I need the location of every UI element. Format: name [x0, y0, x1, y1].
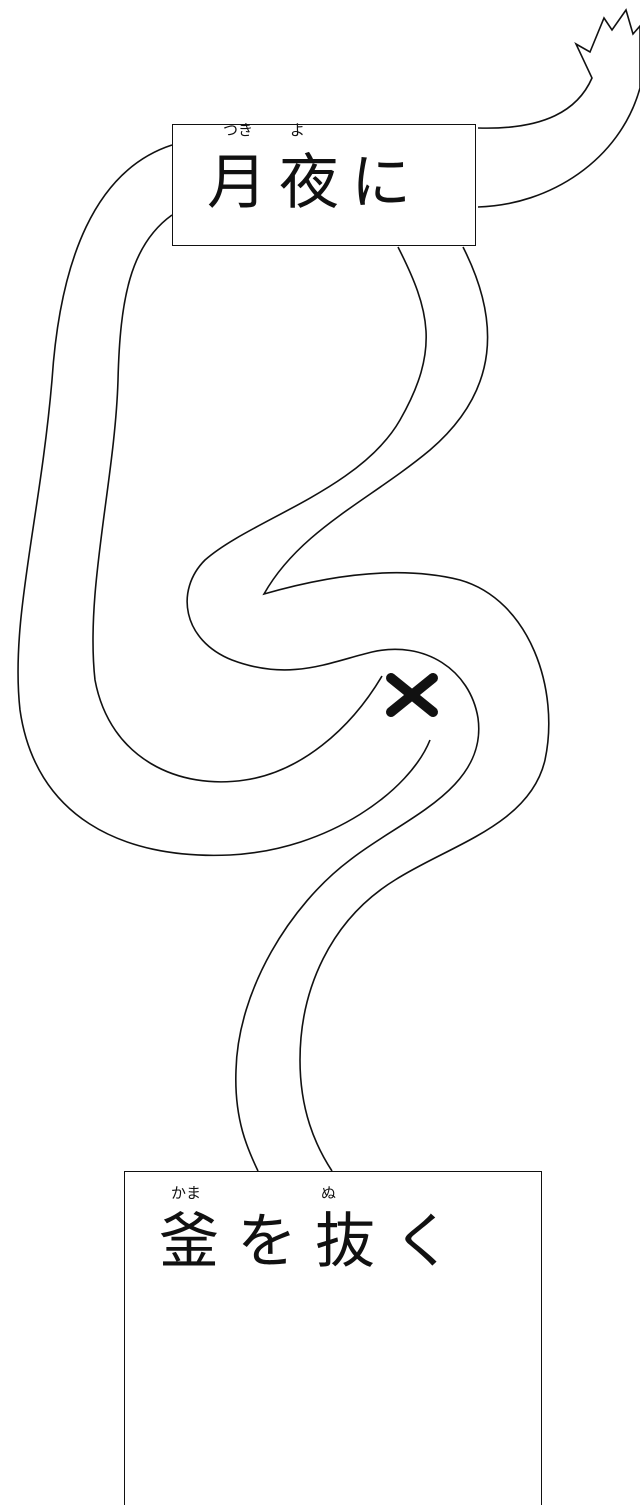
furigana-kama: かま	[171, 1186, 201, 1201]
furigana-tsuki: つき	[223, 123, 253, 138]
cross-mark	[391, 678, 433, 712]
path-outer-left-edge	[18, 145, 430, 855]
path-right-edge-b	[264, 247, 549, 1171]
goal-label-text: 釜を抜く	[159, 1212, 471, 1272]
start-label-box: つき よ 月夜に	[172, 124, 476, 246]
path-inner-left-edge	[93, 215, 382, 782]
furigana-nu: ぬ	[321, 1186, 336, 1201]
goal-label-box: かま ぬ 釜を抜く	[124, 1171, 542, 1505]
furigana-yo: よ	[290, 123, 305, 138]
start-label-text: 月夜に	[207, 153, 423, 213]
torn-path-end	[478, 10, 640, 207]
